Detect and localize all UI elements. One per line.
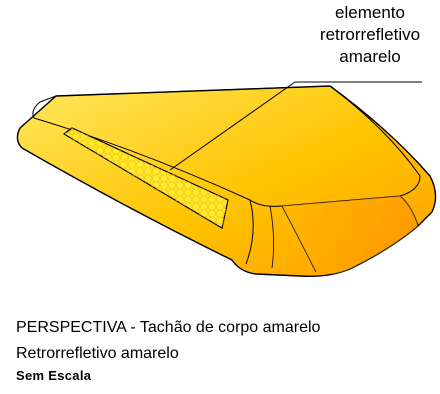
callout-label: elemento retrorrefletivo amarelo xyxy=(300,2,440,68)
tachao-bevel-edge xyxy=(281,205,317,273)
tachao-top-face xyxy=(32,85,421,207)
callout-line: elemento xyxy=(335,3,405,22)
caption-subtitle: Retrorrefletivo amarelo xyxy=(16,345,179,362)
caption-scale: Sem Escala xyxy=(16,368,92,383)
callout-line: retrorrefletivo xyxy=(319,25,421,44)
tachao-bevel-edge xyxy=(269,205,274,269)
tachao-side-face xyxy=(282,196,418,275)
callout-leader-line xyxy=(169,81,296,171)
retroreflective-hex-pattern xyxy=(64,128,228,228)
callout-line: amarelo xyxy=(339,47,401,66)
caption-title: PERSPECTIVA - Tachão de corpo amarelo xyxy=(16,319,321,336)
tachao-bevel-edge xyxy=(245,199,254,265)
